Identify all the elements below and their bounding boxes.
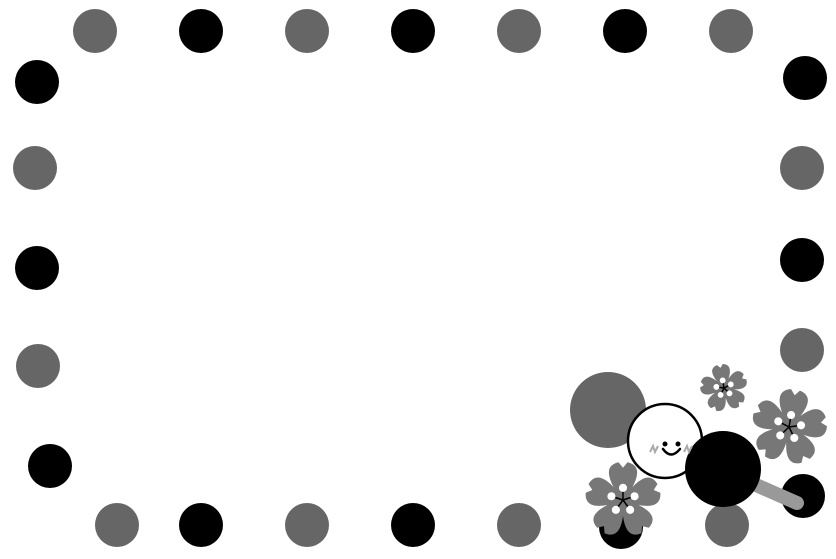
frame-dot bbox=[15, 246, 59, 290]
frame-dot bbox=[179, 503, 223, 547]
left-eye bbox=[662, 441, 668, 447]
stamen bbox=[780, 421, 790, 428]
frame-dot bbox=[780, 328, 824, 372]
stamen-tip bbox=[787, 410, 796, 420]
stamen-tip bbox=[774, 417, 783, 426]
frame-dot bbox=[285, 503, 329, 547]
frame-dot bbox=[497, 9, 541, 53]
frame-dot bbox=[285, 9, 329, 53]
frame-dot bbox=[13, 146, 57, 190]
right-cheek bbox=[683, 443, 693, 455]
right-eye bbox=[675, 441, 681, 447]
stamen-tip bbox=[797, 421, 806, 430]
frame-dot bbox=[603, 9, 647, 53]
frame-dot bbox=[15, 60, 59, 104]
stamen bbox=[622, 499, 630, 509]
sakura-flower bbox=[700, 364, 747, 412]
frame-dot bbox=[95, 503, 139, 547]
smiley-face bbox=[649, 441, 693, 456]
stamen-tip bbox=[719, 377, 726, 384]
stamen-tip bbox=[611, 505, 620, 514]
frame-dot bbox=[28, 444, 72, 488]
stamen-tip bbox=[630, 492, 639, 501]
left-cheek bbox=[649, 443, 659, 455]
frame-dot bbox=[16, 344, 60, 388]
sakura-flowers bbox=[585, 364, 828, 535]
stamen-tip bbox=[626, 505, 635, 514]
stamen bbox=[616, 499, 624, 509]
frame-dot bbox=[497, 503, 541, 547]
stamen bbox=[788, 417, 792, 428]
dango-skewer bbox=[570, 372, 804, 510]
frame-dot bbox=[780, 146, 824, 190]
frame-dot bbox=[783, 56, 827, 100]
dango-black bbox=[685, 431, 761, 507]
stamen bbox=[788, 424, 799, 428]
stamen bbox=[622, 496, 633, 501]
stamen-tip bbox=[790, 433, 799, 442]
sakura-flower bbox=[752, 389, 828, 464]
smile bbox=[661, 447, 682, 456]
sakura-flower bbox=[585, 462, 661, 535]
frame-dot bbox=[73, 9, 117, 53]
frame-dot bbox=[780, 238, 824, 282]
stamen-tip bbox=[618, 483, 628, 492]
stamen bbox=[613, 496, 624, 501]
frame-dot bbox=[391, 503, 435, 547]
stamen-tip bbox=[776, 431, 785, 440]
stamen bbox=[788, 426, 794, 437]
frame-dot bbox=[179, 9, 223, 53]
stamen-tip bbox=[727, 381, 734, 388]
frame-dot bbox=[705, 503, 749, 547]
frame-dots bbox=[13, 9, 827, 549]
stamen bbox=[781, 426, 790, 435]
stamen-tip bbox=[726, 390, 733, 397]
frame-dot bbox=[709, 9, 753, 53]
stamen-tip bbox=[717, 391, 724, 398]
stamen-tip bbox=[713, 384, 720, 390]
frame-dot bbox=[391, 9, 435, 53]
stamen-tip bbox=[607, 492, 616, 501]
dango-gray bbox=[570, 372, 646, 448]
